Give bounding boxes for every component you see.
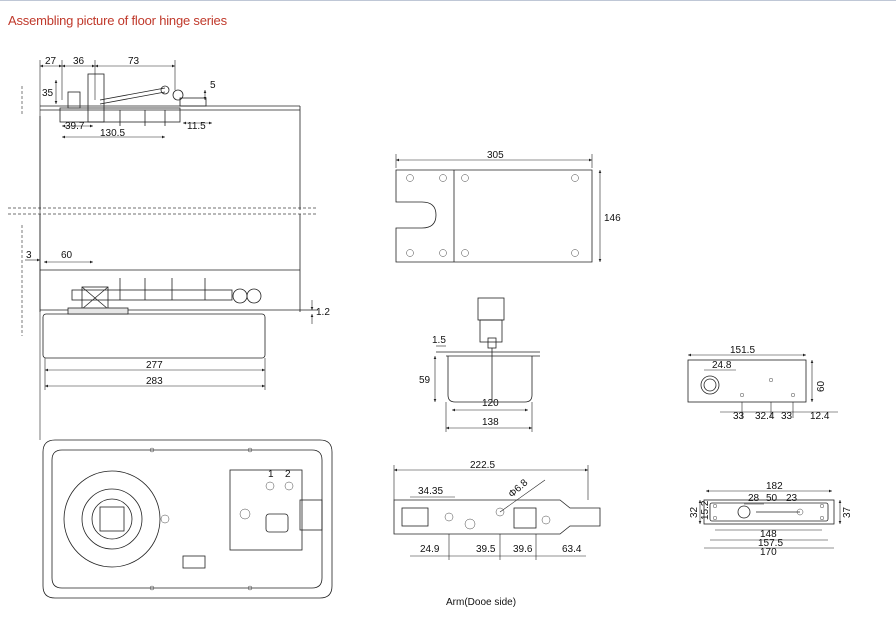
- dim-5: 5: [210, 80, 216, 91]
- dim-277: 277: [146, 360, 163, 371]
- dim-1-5: 1.5: [432, 335, 446, 346]
- dim-170: 170: [760, 547, 777, 558]
- dim-222-5: 222.5: [470, 460, 495, 471]
- dim-6-8: Φ6.8: [507, 477, 531, 500]
- dim-1-2: 1.2: [316, 307, 330, 318]
- dim-305: 305: [487, 150, 504, 161]
- dim-33-left: 33: [733, 411, 745, 422]
- top-rule: [0, 0, 896, 1]
- dim-37: 37: [842, 506, 853, 518]
- dim-36: 36: [73, 56, 85, 67]
- strap-bottom-view: 182 28 50 23 32 15.2 37 148 157.5 170: [689, 481, 853, 558]
- dim-39-7: 39.7: [65, 121, 85, 132]
- dim-39-6: 39.6: [513, 544, 533, 555]
- dim-3: 3: [26, 250, 32, 261]
- dim-23: 23: [786, 493, 798, 504]
- dim-138: 138: [482, 417, 499, 428]
- dim-35: 35: [42, 88, 54, 99]
- dim-59: 59: [419, 375, 431, 386]
- side-view: 27 36 73 35 5 39.7 130.5: [21, 56, 300, 440]
- dim-33-right: 33: [781, 411, 793, 422]
- dim-151-5: 151.5: [730, 345, 755, 356]
- dim-148: 148: [760, 529, 777, 540]
- arm-caption: Arm(Dooe side): [446, 597, 516, 608]
- dim-60: 60: [61, 250, 73, 261]
- dim-39-5: 39.5: [476, 544, 496, 555]
- dim-73: 73: [128, 56, 140, 67]
- dim-27: 27: [45, 56, 57, 67]
- dim-130-5: 130.5: [100, 128, 125, 139]
- dim-32: 32: [689, 506, 700, 518]
- page-title: Assembling picture of floor hinge series: [8, 13, 227, 28]
- dim-120: 120: [482, 398, 499, 409]
- front-view: 3 60 1.2 277 283: [8, 106, 330, 390]
- dim-15-2: 15.2: [700, 500, 711, 520]
- dim-63-4: 63.4: [562, 544, 582, 555]
- dim-60-strap: 60: [816, 380, 827, 392]
- dim-146: 146: [604, 213, 621, 224]
- dim-182: 182: [766, 481, 783, 492]
- dim-50: 50: [766, 493, 778, 504]
- strap-top-view: 151.5 24.8 60 33 32.4 33 12.4: [687, 345, 838, 422]
- port-2-label: 2: [285, 469, 291, 480]
- cover-plate-view: 305 146: [395, 150, 621, 263]
- dim-24-8: 24.8: [712, 360, 732, 371]
- dim-11-5: 11.5: [187, 121, 206, 132]
- dim-28: 28: [748, 493, 760, 504]
- dim-24-9: 24.9: [420, 544, 440, 555]
- dim-283: 283: [146, 376, 163, 387]
- dim-12-4: 12.4: [810, 411, 830, 422]
- section-view: 1.5 59 120 138: [419, 297, 540, 432]
- hinge-body-plan: 1 2: [42, 439, 333, 599]
- dim-157-5: 157.5: [758, 538, 783, 549]
- arm-view: 222.5 34.35 Φ6.8 24.9 39.5 39.6 63.4 Arm…: [393, 460, 601, 608]
- port-1-label: 1: [268, 469, 274, 480]
- dim-32-4: 32.4: [755, 411, 775, 422]
- dim-34-35: 34.35: [418, 486, 443, 497]
